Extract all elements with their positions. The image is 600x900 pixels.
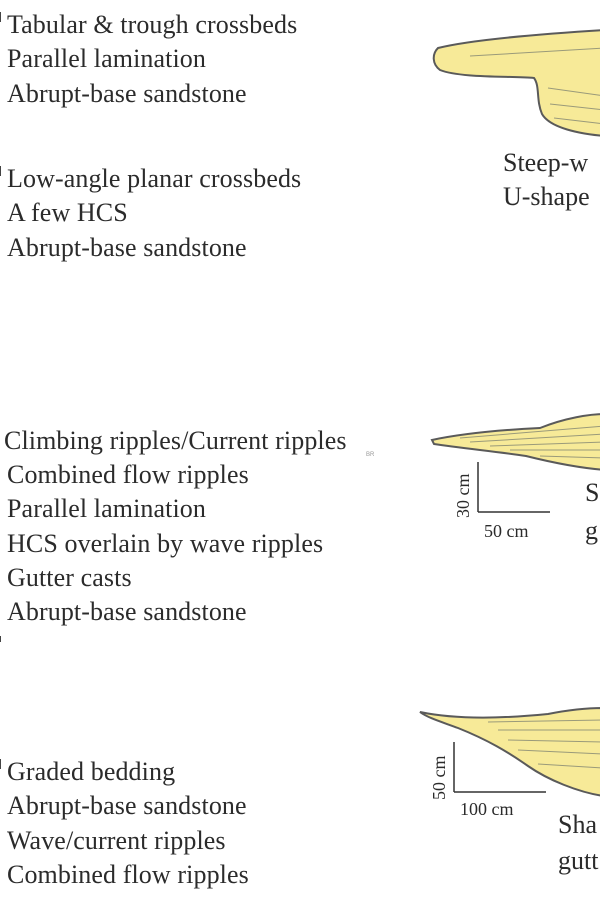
feature-label: Combined flow ripples xyxy=(7,460,249,489)
shallow-gutter-shape-1 xyxy=(430,413,600,471)
bracket-tick xyxy=(0,636,5,642)
steep-walled-channel-shape xyxy=(432,29,600,137)
feature-label: Low-angle planar crossbeds xyxy=(7,164,302,193)
facies-group-2: Low-angle planar crossbeds A few HCS Abr… xyxy=(0,160,420,270)
bracket-tick xyxy=(0,759,5,769)
bracket-tick xyxy=(0,166,5,176)
feature-label: Combined flow ripples xyxy=(7,860,249,889)
feature-label: Parallel lamination xyxy=(7,494,207,523)
scale-bar-1 xyxy=(477,462,550,513)
vertical-scale-label: 30 cm xyxy=(453,473,473,519)
feature-label: Abrupt-base sandstone xyxy=(7,233,247,262)
shape-caption: g xyxy=(585,516,598,545)
figure-mark: BR xyxy=(366,452,375,458)
feature-label: Gutter casts xyxy=(7,563,132,592)
feature-label: Abrupt-base sandstone xyxy=(7,791,247,820)
shape-caption: Sha xyxy=(558,810,597,839)
scale-bar-2 xyxy=(453,742,546,793)
horizontal-scale-label: 100 cm xyxy=(460,799,514,819)
feature-label: Abrupt-base sandstone xyxy=(7,597,247,626)
feature-label: Graded bedding xyxy=(7,757,176,786)
shape-caption: Steep-w xyxy=(503,148,589,177)
shape-caption: S xyxy=(585,478,600,507)
feature-label: Tabular & trough crossbeds xyxy=(7,10,298,39)
facies-group-1: Tabular & trough crossbeds Parallel lami… xyxy=(0,0,420,140)
feature-label: Wave/current ripples xyxy=(7,826,226,855)
feature-label: Parallel lamination xyxy=(7,44,207,73)
bracket-tick xyxy=(0,12,5,22)
shape-caption: gutt xyxy=(558,846,599,875)
shape-caption: U-shape xyxy=(503,182,590,211)
feature-label: Abrupt-base sandstone xyxy=(7,79,247,108)
vertical-scale-label: 50 cm xyxy=(429,755,449,801)
feature-label: A few HCS xyxy=(7,198,128,227)
shallow-gutter-shape-2 xyxy=(419,707,600,797)
feature-label: HCS overlain by wave ripples xyxy=(7,529,324,558)
feature-label: Climbing ripples/Current ripples xyxy=(4,426,347,455)
facies-group-4: Graded bedding Abrupt-base sandstone Wav… xyxy=(0,755,420,895)
facies-group-3: Climbing ripples/Current ripples Combine… xyxy=(0,420,420,642)
horizontal-scale-label: 50 cm xyxy=(484,521,529,541)
